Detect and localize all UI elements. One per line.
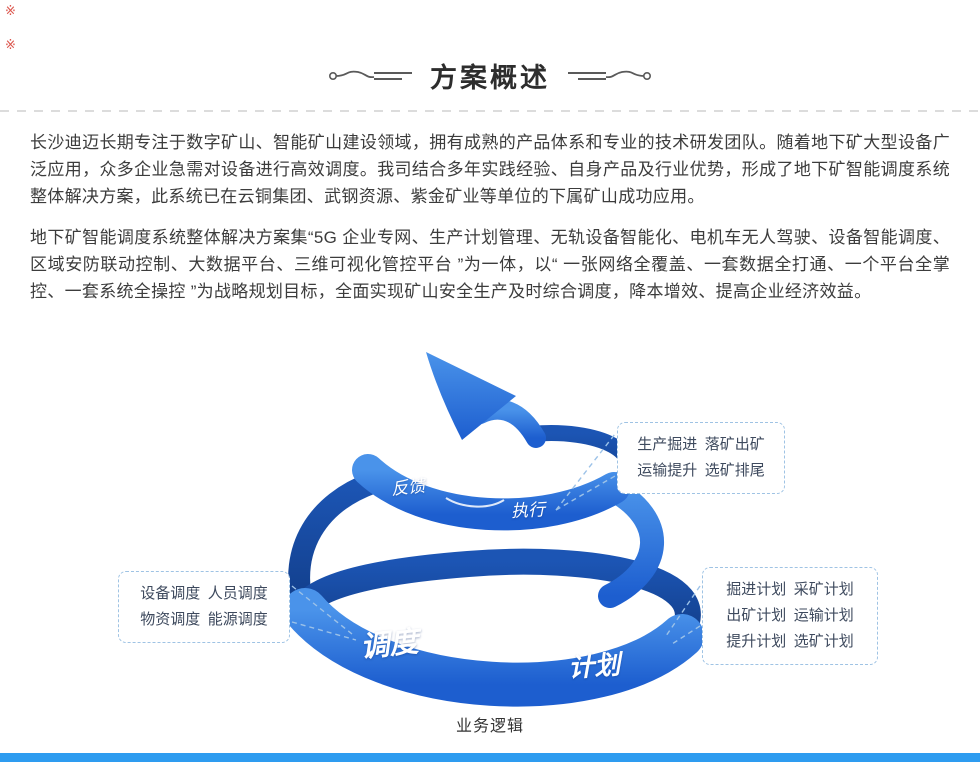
spiral-label-feedback: 反馈: [390, 476, 427, 499]
callout-line: 设备调度 人员调度: [140, 586, 268, 602]
diagram-caption: 业务逻辑: [455, 718, 524, 735]
title-flourish-left-icon: [328, 70, 412, 80]
callout-line: 提升计划 选矿计划: [726, 634, 854, 650]
callout-dispatch: 设备调度 人员调度 物资调度 能源调度: [118, 571, 290, 643]
callout-connectors: [291, 433, 701, 645]
business-logic-diagram: 反馈 执行 调度 计划 生产掘进 落矿出矿 运输提升 选矿排尾 设备调度 人员调…: [0, 338, 980, 742]
spiral-graphic: [283, 352, 704, 707]
spiral-label-plan: 计划: [567, 650, 622, 683]
dashed-divider: [0, 110, 980, 112]
title-flourish-right-icon: [568, 70, 652, 80]
solution-paragraph: 地下矿智能调度系统整体解决方案集“5G 企业专网、生产计划管理、无轨设备智能化、…: [30, 228, 950, 301]
callout-execute: 生产掘进 落矿出矿 运输提升 选矿排尾: [617, 422, 785, 494]
callout-line: 出矿计划 运输计划: [726, 608, 854, 624]
spiral-label-execute: 执行: [510, 500, 546, 521]
intro-paragraph: 长沙迪迈长期专注于数字矿山、智能矿山建设领域，拥有成熟的产品体系和专业的技术研发…: [30, 133, 950, 206]
title-row: 方案概述: [0, 56, 980, 95]
callout-line: 掘进计划 采矿计划: [726, 582, 854, 598]
callout-line: 运输提升 选矿排尾: [637, 463, 765, 479]
callout-plan: 掘进计划 采矿计划 出矿计划 运输计划 提升计划 选矿计划: [702, 567, 878, 665]
callout-line: 物资调度 能源调度: [140, 612, 268, 628]
corner-artifact: ※: [5, 3, 16, 18]
section-header: 方案概述: [0, 0, 980, 112]
spiral-label-dispatch: 调度: [358, 626, 420, 664]
overview-text: 长沙迪迈长期专注于数字矿山、智能矿山建设领域，拥有成熟的产品体系和专业的技术研发…: [0, 112, 980, 305]
bottom-blue-bar: [0, 753, 980, 762]
callout-line: 生产掘进 落矿出矿: [637, 437, 765, 453]
page-title: 方案概述: [430, 63, 550, 93]
corner-artifact: ※: [5, 37, 16, 52]
